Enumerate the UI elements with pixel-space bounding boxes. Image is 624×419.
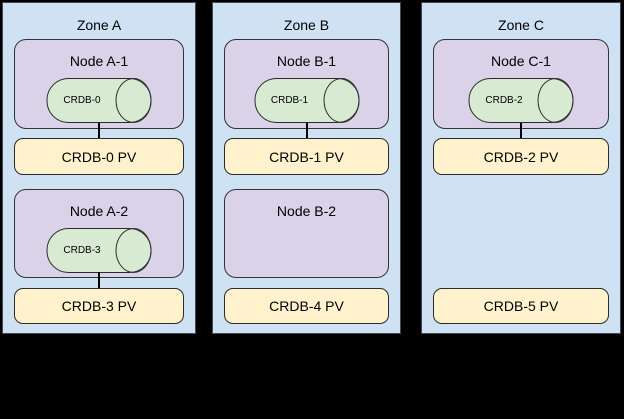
pv-box: CRDB-5 PV (433, 288, 609, 324)
node-b-1: Node B-1 CRDB-1 (224, 39, 389, 129)
node-a-1: Node A-1 CRDB-0 (14, 39, 184, 129)
node-title: Node C-1 (491, 53, 551, 69)
zone-c: Zone C Node C-1 CRDB-2 CRDB-2 PV CRDB-5 … (421, 2, 621, 334)
zone-title: Zone B (283, 17, 330, 33)
zone-title: Zone A (76, 17, 122, 33)
node-title: Node A-1 (69, 53, 129, 69)
crdb-pod-cylinder: CRDB-0 (46, 78, 152, 123)
zone-a: Zone A Node A-1 CRDB-0 CRDB-0 PV Node A-… (2, 2, 196, 334)
pv-box: CRDB-1 PV (224, 138, 389, 175)
pod-pv-connector-line (305, 123, 308, 139)
crdb-pod-cylinder: CRDB-1 (254, 78, 359, 123)
pod-label: CRDB-2 (485, 95, 523, 106)
cylinder-cap-icon (323, 78, 359, 123)
cylinder-cap-icon (115, 78, 152, 123)
pod-label: CRDB-0 (63, 95, 101, 106)
pv-box: CRDB-0 PV (14, 138, 184, 175)
pv-label: CRDB-4 PV (269, 298, 344, 314)
node-title: Node B-1 (276, 53, 337, 69)
pod-label: CRDB-3 (63, 245, 101, 256)
cylinder-cap-icon (537, 78, 574, 123)
pod-pv-connector-line (98, 272, 100, 288)
pv-box: CRDB-3 PV (14, 288, 184, 324)
node-a-2: Node A-2 CRDB-3 (14, 189, 184, 278)
node-title: Node A-2 (69, 203, 129, 219)
cylinder-cap-icon (115, 228, 152, 273)
zone-title: Zone C (498, 17, 544, 33)
node-b-2: Node B-2 (224, 189, 389, 278)
pv-label: CRDB-0 PV (61, 148, 137, 165)
pv-box: CRDB-4 PV (224, 288, 389, 324)
pv-box: CRDB-2 PV (433, 138, 609, 175)
crdb-pod-cylinder: CRDB-3 (46, 228, 152, 273)
pv-label: CRDB-1 PV (269, 148, 344, 165)
node-c-1: Node C-1 CRDB-2 (433, 39, 609, 129)
pv-label: CRDB-3 PV (61, 298, 137, 314)
pv-label: CRDB-2 PV (483, 148, 559, 165)
pod-pv-connector-line (520, 123, 522, 139)
node-title: Node B-2 (276, 203, 337, 219)
pod-pv-connector-line (98, 123, 100, 139)
zone-b: Zone B Node B-1 CRDB-1 CRDB-1 PV Node B-… (212, 2, 401, 334)
crdb-pod-cylinder: CRDB-2 (468, 78, 574, 123)
pod-label: CRDB-1 (270, 95, 309, 106)
pv-label: CRDB-5 PV (483, 298, 559, 314)
